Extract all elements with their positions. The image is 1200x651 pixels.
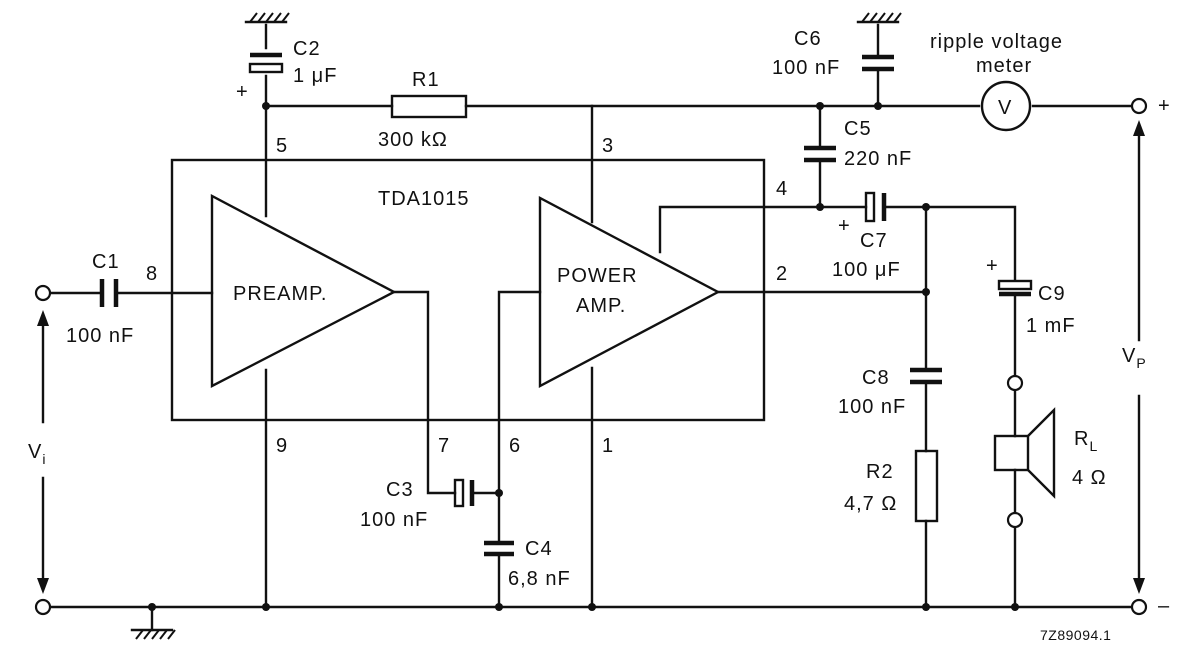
rl-value: 4 Ω	[1072, 467, 1107, 489]
c1-ref: C1	[92, 251, 120, 273]
junction-dot	[922, 203, 930, 211]
c4-value: 6,8 nF	[508, 568, 571, 590]
ground-symbol-c2	[244, 12, 290, 24]
r1-ref: R1	[412, 69, 440, 91]
c5-value: 220 nF	[844, 148, 912, 170]
c3-value: 100 nF	[360, 509, 428, 531]
junction-dot	[816, 203, 824, 211]
pin-8-label: 8	[146, 263, 158, 285]
r2-value: 4,7 Ω	[844, 493, 897, 515]
speaker-terminal-top	[1006, 374, 1024, 392]
meter-label-line2: meter	[976, 55, 1032, 77]
power-amp-triangle	[538, 196, 721, 388]
supply-minus-label: –	[1158, 595, 1170, 617]
c6-value: 100 nF	[772, 57, 840, 79]
r2-ref: R2	[866, 461, 894, 483]
c3-capacitor-symbol	[453, 478, 475, 508]
ground-symbol-c6	[856, 12, 902, 24]
pin-2-label: 2	[776, 263, 788, 285]
pin-9-label: 9	[276, 435, 288, 457]
c6-capacitor-symbol	[862, 54, 894, 72]
ic-body	[170, 158, 766, 422]
input-terminal	[34, 284, 52, 302]
pin-6-label: 6	[509, 435, 521, 457]
junction-dot	[874, 102, 882, 110]
c8-value: 100 nF	[838, 396, 906, 418]
c2-value: 1 μF	[293, 65, 337, 87]
junction-dot	[816, 102, 824, 110]
r1-value: 300 kΩ	[378, 129, 448, 151]
junction-dot	[495, 603, 503, 611]
c1-capacitor-symbol	[99, 279, 119, 307]
c7-capacitor-symbol	[864, 191, 887, 223]
pin-5-label: 5	[276, 135, 288, 157]
c9-polarity: +	[986, 255, 999, 277]
vp-arrow	[1133, 120, 1145, 594]
supply-minus-terminal	[1130, 598, 1148, 616]
c7-value: 100 μF	[832, 259, 901, 281]
speaker-terminal-bottom	[1006, 511, 1024, 529]
power-amp-label-line1: POWER	[557, 265, 638, 287]
c2-polarity: +	[236, 81, 249, 103]
pin7-wire	[392, 290, 457, 495]
c8-capacitor-symbol	[910, 367, 942, 385]
junction-dot	[495, 489, 503, 497]
c6-ref: C6	[794, 28, 822, 50]
junction-dot	[1011, 603, 1019, 611]
junction-dot	[922, 288, 930, 296]
supply-plus-label: +	[1158, 95, 1171, 117]
c2-capacitor-symbol	[248, 52, 284, 74]
junction-dot	[262, 603, 270, 611]
junction-dot	[922, 603, 930, 611]
pin-7-label: 7	[438, 435, 450, 457]
r1-resistor-symbol	[390, 94, 468, 119]
pin6-wire	[497, 290, 542, 544]
c1-value: 100 nF	[66, 325, 134, 347]
c9-capacitor-symbol	[997, 279, 1033, 297]
rl-ref: RL	[1074, 428, 1098, 454]
drawing-reference: 7Z89094.1	[1040, 627, 1111, 643]
c9-value: 1 mF	[1026, 315, 1076, 337]
meter-label-line1: ripple voltage	[930, 31, 1063, 53]
power-amp-label-line2: AMP.	[576, 295, 626, 317]
input-ground-terminal	[34, 598, 52, 616]
vi-arrow	[37, 310, 49, 594]
preamp-label: PREAMP.	[233, 283, 327, 305]
pin-4-label: 4	[776, 178, 788, 200]
c4-ref: C4	[525, 538, 553, 560]
supply-plus-terminal	[1130, 97, 1148, 115]
ic-name: TDA1015	[378, 188, 470, 210]
preamp-triangle	[210, 194, 397, 388]
junction-dot	[262, 102, 270, 110]
c7-ref: C7	[860, 230, 888, 252]
ground-symbol-main	[130, 605, 176, 640]
pin-3-label: 3	[602, 135, 614, 157]
c5-capacitor-symbol	[804, 145, 836, 163]
c2-ref: C2	[293, 38, 321, 60]
junction-dot	[588, 603, 596, 611]
c3-ref: C3	[386, 479, 414, 501]
voltmeter-circle	[980, 80, 1032, 132]
vi-label: Vi	[28, 441, 46, 467]
voltmeter-symbol: V	[998, 97, 1012, 119]
speaker-icon	[993, 407, 1056, 499]
c4-capacitor-symbol	[484, 540, 514, 557]
c5-ref: C5	[844, 118, 872, 140]
c9-ref: C9	[1038, 283, 1066, 305]
vp-label: VP	[1122, 345, 1146, 371]
r2-resistor-symbol	[914, 449, 939, 523]
c8-ref: C8	[862, 367, 890, 389]
c7-polarity: +	[838, 215, 851, 237]
pin-1-label: 1	[602, 435, 614, 457]
